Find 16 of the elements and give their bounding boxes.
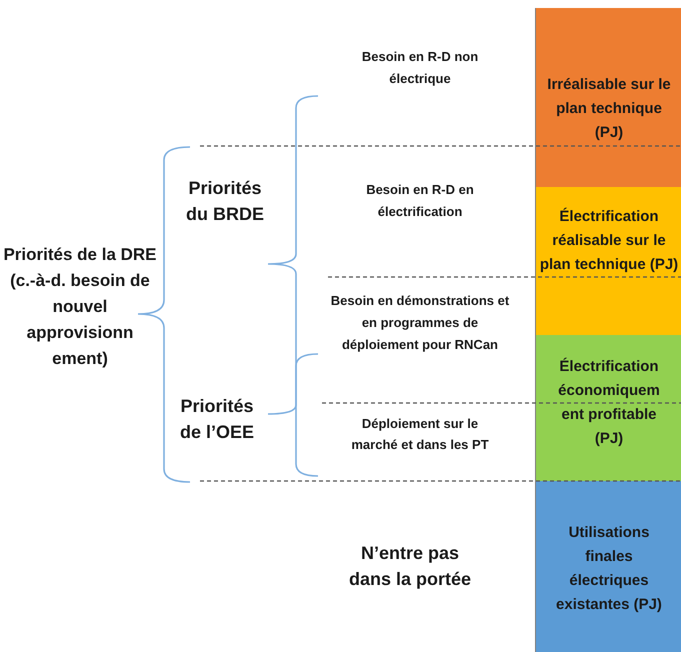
need-label: Besoin en démonstrations et en programmes de déploiement pour RNCan: [330, 292, 510, 354]
scope-label: N’entre pas dans la portée: [348, 542, 472, 591]
priority-label: Priorités de l’OEE: [178, 395, 256, 444]
priority-label: Priorités de la DRE (c.-à-d. besoin de nouvel approvisionn ement): [2, 244, 158, 370]
priority-label: Priorités du BRDE: [185, 177, 265, 226]
category-band: [535, 8, 681, 187]
category-label: Utilisations finales électriques existantes (PJ): [555, 523, 663, 615]
category-label: Irréalisable sur le plan technique (PJ): [546, 75, 672, 143]
category-label: Électrification économiquem ent profitable (PJ): [557, 356, 661, 449]
need-label: Déploiement sur le marché et dans les PT: [350, 415, 490, 454]
category-band: [535, 187, 681, 335]
need-label: Besoin en R-D en électrification: [365, 181, 475, 221]
category-band: [535, 481, 681, 652]
need-label: Besoin en R-D non électrique: [360, 48, 480, 88]
category-band: [535, 335, 681, 481]
category-label: Électrification réalisable sur le plan technique (PJ): [539, 206, 679, 275]
